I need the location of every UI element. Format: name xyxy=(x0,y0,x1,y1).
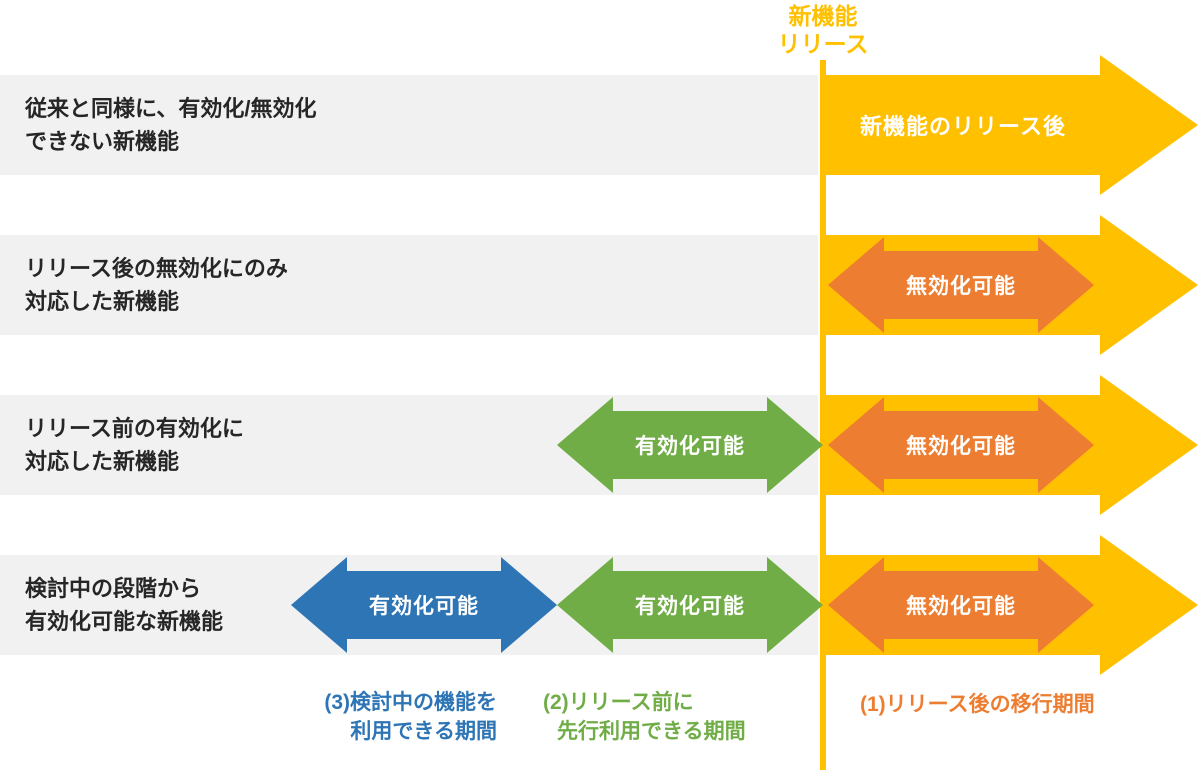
green-arrow-row4-label: 有効化可能 xyxy=(635,595,745,618)
legend-period-3-line1: (3)検討中の機能を xyxy=(324,691,497,714)
row-band-1 xyxy=(0,75,818,175)
blue-arrow-row4-label: 有効化可能 xyxy=(369,595,479,618)
row-label-2-line1: リリース後の無効化にのみ xyxy=(25,256,288,281)
green-double-arrow-row4: 有効化可能 xyxy=(557,557,823,653)
row-label-3: リリース前の有効化に 対応した新機能 xyxy=(25,412,244,478)
row-label-1-line2: できない新機能 xyxy=(25,129,180,154)
row-label-4-line1: 検討中の段階から xyxy=(25,576,202,601)
row-label-2-line2: 対応した新機能 xyxy=(25,289,180,314)
release-timeline-line xyxy=(820,60,826,770)
legend-period-3: (3)検討中の機能を 利用できる期間 xyxy=(250,688,497,746)
release-title-line1: 新機能 xyxy=(788,3,858,29)
orange-double-arrow-row3: 無効化可能 xyxy=(828,397,1094,493)
blue-double-arrow-row4: 有効化可能 xyxy=(291,557,557,653)
legend-period-1-line1: (1)リリース後の移行期間 xyxy=(860,693,1095,716)
orange-double-arrow-row4: 無効化可能 xyxy=(828,557,1094,653)
row-label-1-line1: 従来と同様に、有効化/無効化 xyxy=(25,96,317,121)
row-label-4: 検討中の段階から 有効化可能な新機能 xyxy=(25,572,223,638)
row-label-3-line1: リリース前の有効化に xyxy=(25,416,244,441)
legend-period-1: (1)リリース後の移行期間 xyxy=(860,690,1095,719)
row-label-3-line2: 対応した新機能 xyxy=(25,449,180,474)
row-band-2 xyxy=(0,235,818,335)
yellow-arrow-row1: 新機能のリリース後 xyxy=(826,55,1198,195)
row-label-1: 従来と同様に、有効化/無効化 できない新機能 xyxy=(25,92,316,158)
release-title-line2: リリース xyxy=(777,31,869,57)
green-double-arrow-row3: 有効化可能 xyxy=(557,397,823,493)
row-label-2: リリース後の無効化にのみ 対応した新機能 xyxy=(25,252,288,318)
legend-period-2-line1: (2)リリース前に xyxy=(543,691,694,714)
orange-arrow-row3-label: 無効化可能 xyxy=(906,435,1016,458)
green-arrow-row3-label: 有効化可能 xyxy=(635,435,745,458)
row-label-4-line2: 有効化可能な新機能 xyxy=(25,609,224,634)
orange-arrow-row2-label: 無効化可能 xyxy=(906,275,1016,298)
legend-period-3-line2: 利用できる期間 xyxy=(350,720,497,743)
yellow-arrow-row1-label: 新機能のリリース後 xyxy=(860,114,1066,139)
orange-arrow-row4-label: 無効化可能 xyxy=(906,595,1016,618)
legend-period-2-line2: 先行利用できる期間 xyxy=(557,720,746,743)
orange-double-arrow-row2: 無効化可能 xyxy=(828,237,1094,333)
release-title: 新機能 リリース xyxy=(723,2,923,58)
legend-period-2: (2)リリース前に 先行利用できる期間 xyxy=(543,688,746,746)
